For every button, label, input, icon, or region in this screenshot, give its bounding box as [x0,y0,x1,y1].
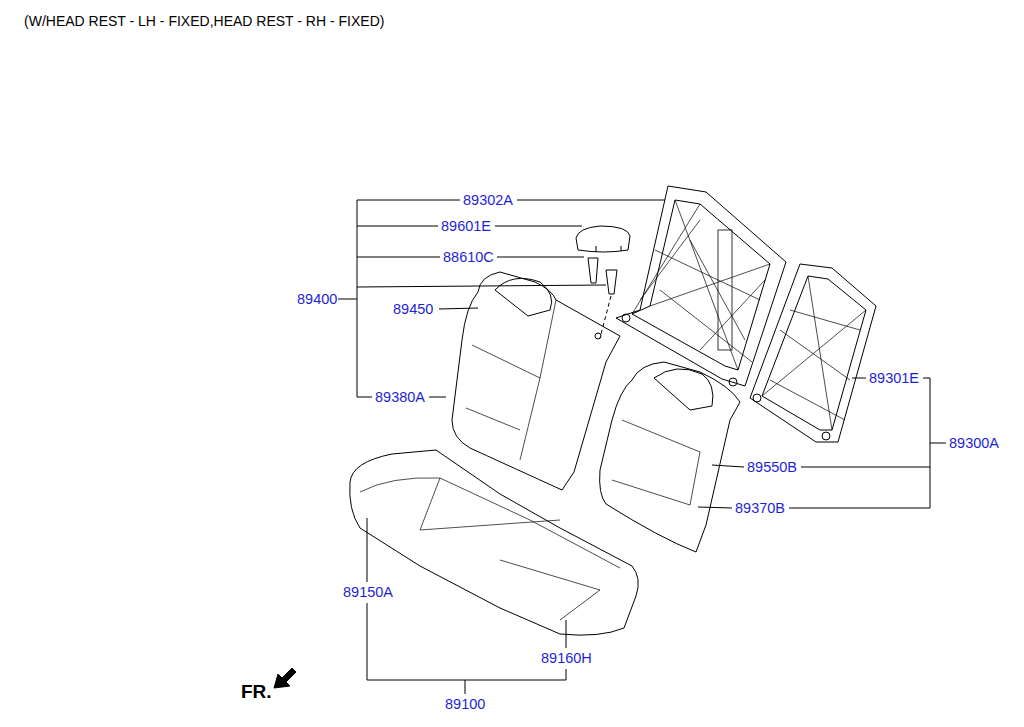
seatback-frame [616,186,786,386]
callout-number: 89380A [374,389,426,405]
callout-number: 89601E [440,218,492,234]
front-marker: FR. [240,682,273,702]
leader-lines [338,200,946,694]
callout-number: 89550B [746,459,798,475]
callout-number: 89100 [444,696,486,712]
callout-number: 89302A [462,192,514,208]
seatback-cover [452,272,620,490]
headrest [576,226,630,338]
callout-number: 89370B [734,500,786,516]
seatback-cover [600,362,740,552]
seat-cushion [350,450,639,635]
callout-number: 89150A [342,584,394,600]
callout-number: 89160H [540,650,593,666]
callout-number: 89400 [296,291,338,307]
seatback-frame [750,264,876,442]
callout-number: 89300A [948,435,1000,451]
callout-number: 88610C [442,249,495,265]
front-arrow [274,668,296,688]
callout-number: 89450 [392,301,434,317]
diagram-title: (W/HEAD REST - LH - FIXED,HEAD REST - RH… [24,13,384,29]
callout-number: 89301E [868,370,920,386]
